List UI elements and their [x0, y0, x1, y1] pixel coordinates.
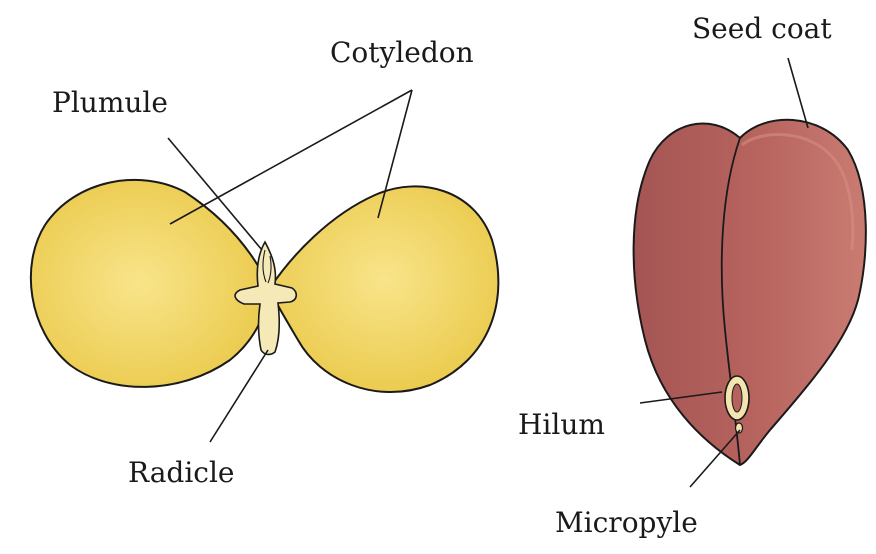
seed-coat-leader [788, 58, 808, 128]
left-cotyledon [31, 180, 270, 387]
label-radicle: Radicle [128, 456, 235, 489]
label-plumule: Plumule [52, 86, 168, 119]
label-micropyle: Micropyle [555, 506, 698, 539]
seed-coat-body [634, 120, 866, 465]
label-hilum: Hilum [518, 408, 605, 441]
opened-seed [31, 180, 499, 392]
hilum-center [732, 384, 742, 412]
label-cotyledon: Cotyledon [330, 36, 474, 69]
right-cotyledon [270, 186, 498, 392]
whole-seed [634, 120, 866, 465]
label-seed-coat: Seed coat [692, 12, 832, 45]
